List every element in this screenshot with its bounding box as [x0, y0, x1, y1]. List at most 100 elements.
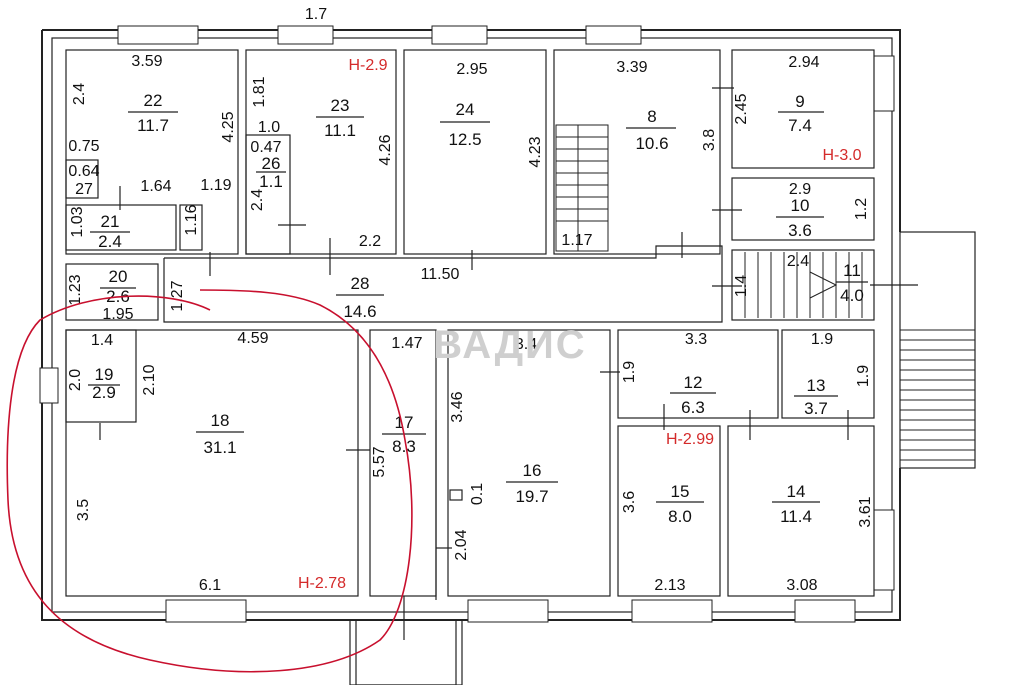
dim-label: 2.95 [456, 61, 487, 78]
room-9: 97.4 [778, 92, 824, 135]
svg-text:17: 17 [395, 413, 414, 432]
room-26: 261.1 [256, 154, 286, 191]
svg-text:1.1: 1.1 [259, 172, 283, 191]
dim-label: 0.1 [469, 483, 486, 505]
dim-label: 1.17 [561, 232, 592, 249]
dim-label: 1.0 [258, 119, 280, 136]
height-label: Н-2.78 [298, 575, 346, 592]
svg-text:11: 11 [843, 261, 861, 280]
svg-text:10.6: 10.6 [635, 134, 668, 153]
svg-text:2.9: 2.9 [92, 383, 116, 402]
room-10: 103.6 [776, 196, 824, 240]
svg-text:11.4: 11.4 [780, 507, 812, 526]
svg-text:24: 24 [456, 100, 475, 119]
svg-text:19: 19 [95, 365, 114, 384]
dim-label: 2.94 [788, 54, 819, 71]
dim-label: 0.75 [68, 138, 99, 155]
dim-label: 4.26 [377, 134, 394, 165]
svg-text:14.6: 14.6 [343, 302, 376, 321]
dim-label: 1.4 [91, 332, 113, 349]
svg-text:4.0: 4.0 [840, 286, 864, 305]
svg-text:8.0: 8.0 [668, 507, 692, 526]
dim-label: 2.04 [453, 529, 470, 560]
dim-label: 2.4 [787, 253, 809, 270]
dim-label: 2.0 [67, 369, 84, 391]
dim-label: 1.23 [67, 274, 84, 305]
dim-label: 3.4 [515, 336, 537, 353]
dim-label: 1.95 [102, 306, 133, 323]
dim-label: 1.7 [305, 6, 327, 23]
room-16: 16 19.7 [506, 461, 558, 506]
room-20: 202.6 [100, 267, 136, 306]
dim-label: 3.3 [685, 331, 707, 348]
svg-text:6.3: 6.3 [681, 398, 705, 417]
room-28: 28 14.6 [336, 274, 384, 321]
svg-text:16: 16 [523, 461, 542, 480]
svg-text:21: 21 [101, 212, 120, 231]
room-11: 114.0 [836, 261, 868, 305]
dim-label: 0.64 [68, 163, 99, 180]
room-13: 133.7 [794, 376, 838, 418]
svg-text:10: 10 [791, 196, 810, 215]
height-label: Н-3.0 [822, 147, 861, 164]
svg-text:20: 20 [109, 267, 128, 286]
height-label: Н-2.99 [666, 431, 714, 448]
dim-label: 1.9 [811, 331, 833, 348]
windows [39, 25, 895, 623]
svg-text:3.6: 3.6 [788, 221, 812, 240]
height-label: Н-2.9 [348, 57, 387, 74]
dim-label: 4.23 [527, 136, 544, 167]
hand-drawn-circle-annotation [6, 289, 413, 673]
dim-label: 2.2 [359, 233, 381, 250]
svg-text:15: 15 [671, 482, 690, 501]
dim-label: 3.61 [857, 496, 874, 527]
svg-text:28: 28 [351, 274, 370, 293]
dim-label: 27 [75, 181, 93, 198]
room-24: 24 12.5 [440, 100, 490, 149]
svg-text:8.3: 8.3 [392, 437, 416, 456]
entrance-porch [349, 619, 463, 685]
dim-label: 0.47 [250, 139, 281, 156]
dim-label: 2.4 [71, 83, 88, 105]
dim-label: 6.1 [199, 577, 221, 594]
dim-label: 1.9 [621, 361, 638, 383]
svg-text:2.4: 2.4 [98, 232, 122, 251]
svg-text:12.5: 12.5 [448, 130, 481, 149]
dim-label: 3.46 [449, 391, 466, 422]
svg-text:12: 12 [684, 373, 703, 392]
svg-text:9: 9 [795, 92, 804, 111]
svg-text:3.7: 3.7 [804, 399, 828, 418]
svg-text:11.1: 11.1 [324, 121, 356, 140]
dim-label: 2.10 [141, 364, 158, 395]
dim-label: 3.39 [616, 59, 647, 76]
dim-label: 3.08 [786, 577, 817, 594]
dimension-labels: 1.7 3.5 9 2.4 4.25 1.81 4.26 1.0 0.47 0.7… [67, 6, 874, 594]
dim-label: 4.25 [220, 111, 237, 142]
dim-label: 1.81 [251, 76, 268, 107]
dim-label: 2.45 [733, 93, 750, 124]
door-marks [99, 87, 849, 640]
svg-text:26: 26 [262, 154, 281, 173]
room-21: 212.4 [90, 212, 130, 251]
svg-text:23: 23 [331, 96, 350, 115]
svg-text:7.4: 7.4 [788, 116, 812, 135]
room-8: 810.6 [626, 107, 676, 153]
svg-text:19.7: 19.7 [515, 487, 548, 506]
dim-label: 1.9 [855, 365, 872, 387]
dim-label: 4.59 [237, 330, 268, 347]
dim-label: 2.9 [789, 181, 811, 198]
dim-label: 3.8 [701, 129, 718, 151]
svg-text:8: 8 [647, 107, 656, 126]
exterior-stairs [870, 231, 976, 469]
room-15: 158.0 [656, 482, 704, 526]
dim-label: 1.4 [733, 275, 750, 297]
dim-label: 1.19 [200, 177, 231, 194]
dim-label: 3.5 [75, 499, 92, 521]
height-labels: Н-2.9 Н-3.0 Н-2.99 Н-2.78 [298, 57, 862, 592]
dim-label: 2.13 [654, 577, 685, 594]
dim-label: 2.4 [249, 189, 266, 211]
